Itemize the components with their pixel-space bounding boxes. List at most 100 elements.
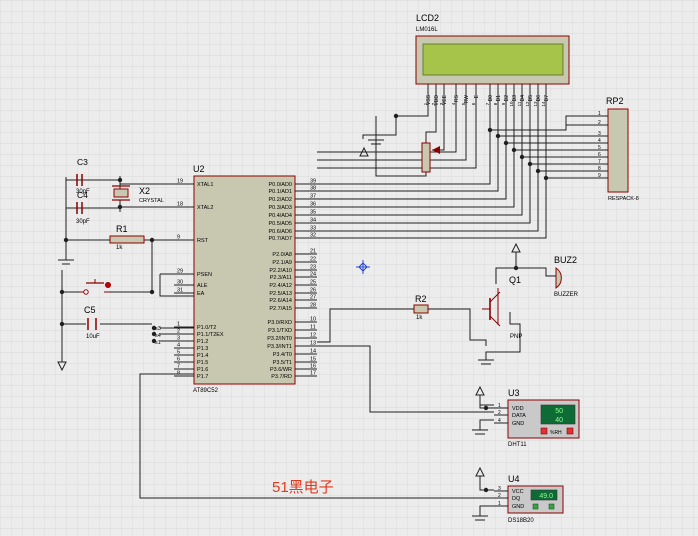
u3-part: DHT11 [508,442,527,448]
u2-pin-name: P1.0/T2 [197,325,216,331]
u2-pin-name: P2.6/A14 [269,298,292,304]
u2-pin-name: P2.3/A11 [270,275,292,281]
mcu-u2[interactable]: U2 AT89C52 19XTAL118XTAL29RST29PSEN30ALE… [174,164,317,394]
u2-pin-name: P3.5/T1 [273,360,292,366]
rp2-pin-number: 7 [598,159,601,165]
u2-pin-number: 1 [177,322,180,328]
lcd-pin-name: RS [454,94,460,102]
lcd-pin-number: 7 [485,102,490,105]
u4-pin-number: 2 [498,493,501,499]
u4-button-down[interactable] [532,503,539,510]
lcd-pin-name: D2 [504,95,510,102]
reset-button[interactable] [80,279,111,295]
u2-pin-name: P1.3 [197,346,208,352]
u2-pin-name: P3.0/RXD [268,320,292,326]
lcd-pin-number: 3 [439,102,444,105]
c4-value: 30pF [76,219,90,225]
u2-pin-number: 35 [310,210,316,216]
capacitor-c3[interactable]: C3 30pF [76,157,90,195]
u2-pin-number: 17 [310,371,316,377]
u2-pin-name: P0.7/AD7 [268,236,292,242]
u2-pin-number: 5 [177,350,180,356]
u2-pin-name: P3.6/WR [270,367,292,373]
u3-button-down[interactable] [540,427,548,435]
u3-pin-number: 2 [498,410,501,416]
u2-pin-name: P3.3/INT1 [267,344,292,350]
lcd-pin-name: D1 [496,95,502,102]
x2-part: CRYSTAL [139,198,164,204]
u2-pin-name: RST [197,238,209,244]
resistor-r2[interactable]: R2 1k [413,294,429,321]
u2-pin-number: 10 [310,317,316,323]
u3-pin-name: DATA [512,413,526,419]
u2-pin-number: 32 [310,233,316,239]
u2-pin-name: P0.2/AD2 [268,197,292,203]
u3-ref: U3 [508,388,520,398]
u2-pin-number: 15 [310,357,316,363]
u2-pin-name: P1.2 [197,339,208,345]
u2-pin-name: P3.4/T0 [273,352,292,358]
buz2-part: BUZZER [554,292,579,298]
u2-pin-number: 38 [310,186,316,192]
u2-pin-number: 6 [177,357,180,363]
watermark-text: 51黑电子 [272,479,334,496]
u2-pin-name: P0.6/AD6 [268,229,292,235]
lcd-pin-number: 4 [451,102,456,105]
u2-pin-number: 25 [310,280,316,286]
u2-pin-name: P2.7/A15 [269,306,292,312]
u2-pin-number: 7 [177,364,180,370]
q1-ref: Q1 [509,275,521,285]
lcd-pin-number: 5 [461,102,466,105]
u4-pin-number: 3 [498,486,501,492]
u2-pin-number: 39 [310,179,316,185]
lcd-screen [422,43,564,76]
lcd-pin-number: 1 [423,102,428,105]
buzzer-buz2[interactable]: BUZ2 BUZZER [554,255,579,298]
u2-pin-name: P1.7 [197,374,208,380]
u3-pin-number: 4 [498,418,501,424]
lcd-pin-number: 2 [431,102,436,105]
potentiometer[interactable] [421,142,440,173]
u2-pin-number: 26 [310,288,316,294]
transistor-q1[interactable]: Q1 PNP [482,275,522,340]
u4-display-value: 49.0 [539,493,553,500]
lcd-pin-name: D6 [536,95,542,102]
u2-pin-number: 27 [310,295,316,301]
key-label: s3 [155,326,161,332]
u3-pin-name: VDD [512,406,524,412]
lcd-ref: LCD2 [416,13,439,23]
rp2-pin-number: 2 [598,120,601,126]
lcd-pin-number: 13 [533,101,538,107]
r2-ref: R2 [415,294,427,304]
u2-pin-number: 24 [310,272,316,278]
rp2-pin-number: 3 [598,131,601,137]
u2-pin-number: 16 [310,364,316,370]
u2-pin-number: 29 [177,269,183,275]
u2-pin-number: 30 [177,280,183,286]
u2-pin-name: P1.5 [197,360,208,366]
rp2-pin-number: 4 [598,138,601,144]
capacitor-c4[interactable]: C4 30pF [76,190,90,225]
resistor-r1[interactable]: R1 1k [109,224,145,251]
u2-pin-name: P1.1/T2EX [197,332,224,338]
rp2-pin-number: 6 [598,152,601,158]
lcd-pin-number: 12 [525,101,530,107]
u4-pin-number: 1 [498,501,501,507]
u4-ref: U4 [508,474,520,484]
u3-button-up[interactable] [566,427,574,435]
c3-ref: C3 [77,157,88,167]
capacitor-c5[interactable]: C5 10uF [84,305,100,340]
c3-value: 30pF [76,189,90,195]
u4-button-up[interactable] [548,503,555,510]
u2-pin-name: P0.5/AD5 [268,221,292,227]
r1-value: 1k [116,245,123,251]
u2-pin-number: 28 [310,303,316,309]
lcd-pin-name: RW [464,95,470,104]
rp2-pin-number: 5 [598,145,601,151]
crystal-x2[interactable]: X2 CRYSTAL [112,185,164,204]
u2-pin-number: 31 [177,288,183,294]
